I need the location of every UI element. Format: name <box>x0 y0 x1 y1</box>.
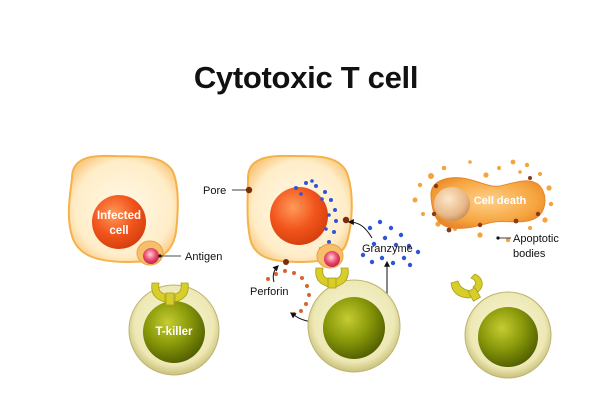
t-cell-receptor-stem <box>165 292 175 306</box>
infected-cell-label-2: cell <box>109 225 128 237</box>
perforin-label: Perforin <box>250 286 289 298</box>
panel-attack: Pore Granzyme <box>203 154 421 373</box>
infected-cell-nucleus <box>92 195 146 249</box>
pore-icon <box>342 216 350 224</box>
panel-apoptosis: Cell death Apoptotic bodies <box>412 159 559 379</box>
t-killer-nucleus <box>478 307 538 367</box>
pore-icon <box>283 259 289 265</box>
antigen-pointer-dot <box>158 254 162 258</box>
granzyme-outside <box>360 219 421 268</box>
antigen-label: Antigen <box>185 251 222 263</box>
apoptotic-debris <box>412 159 554 243</box>
antigen-icon <box>324 251 340 267</box>
t-cell-receptor-stem <box>467 287 482 302</box>
dying-cell-nucleus <box>434 187 470 221</box>
infected-cell-label-1: Infected <box>97 210 141 222</box>
t-killer-nucleus <box>143 301 205 363</box>
t-killer-label: T-killer <box>155 326 193 338</box>
diagram-title: Cytotoxic T cell <box>193 60 419 95</box>
antigen-icon <box>143 248 159 264</box>
granzyme-inside <box>294 179 338 251</box>
granzyme-arrow <box>347 219 373 239</box>
t-cell-receptor <box>151 282 189 303</box>
perforin-arrow-to-pore <box>272 265 279 283</box>
pore-icon <box>245 186 253 194</box>
t-cell-receptor-stem <box>327 277 337 289</box>
apoptotic-label-1: Apoptotic <box>513 233 559 245</box>
membrane-blebs <box>431 176 541 233</box>
panel-recognition: Infected cell Antigen T-killer <box>67 154 222 376</box>
cell-death-label: Cell death <box>474 195 527 207</box>
target-cell-nucleus <box>270 187 328 245</box>
granzyme-label: Granzyme <box>362 243 413 255</box>
apoptotic-label-2: bodies <box>513 248 546 260</box>
t-killer-nucleus <box>323 297 385 359</box>
pore-label: Pore <box>203 185 226 197</box>
